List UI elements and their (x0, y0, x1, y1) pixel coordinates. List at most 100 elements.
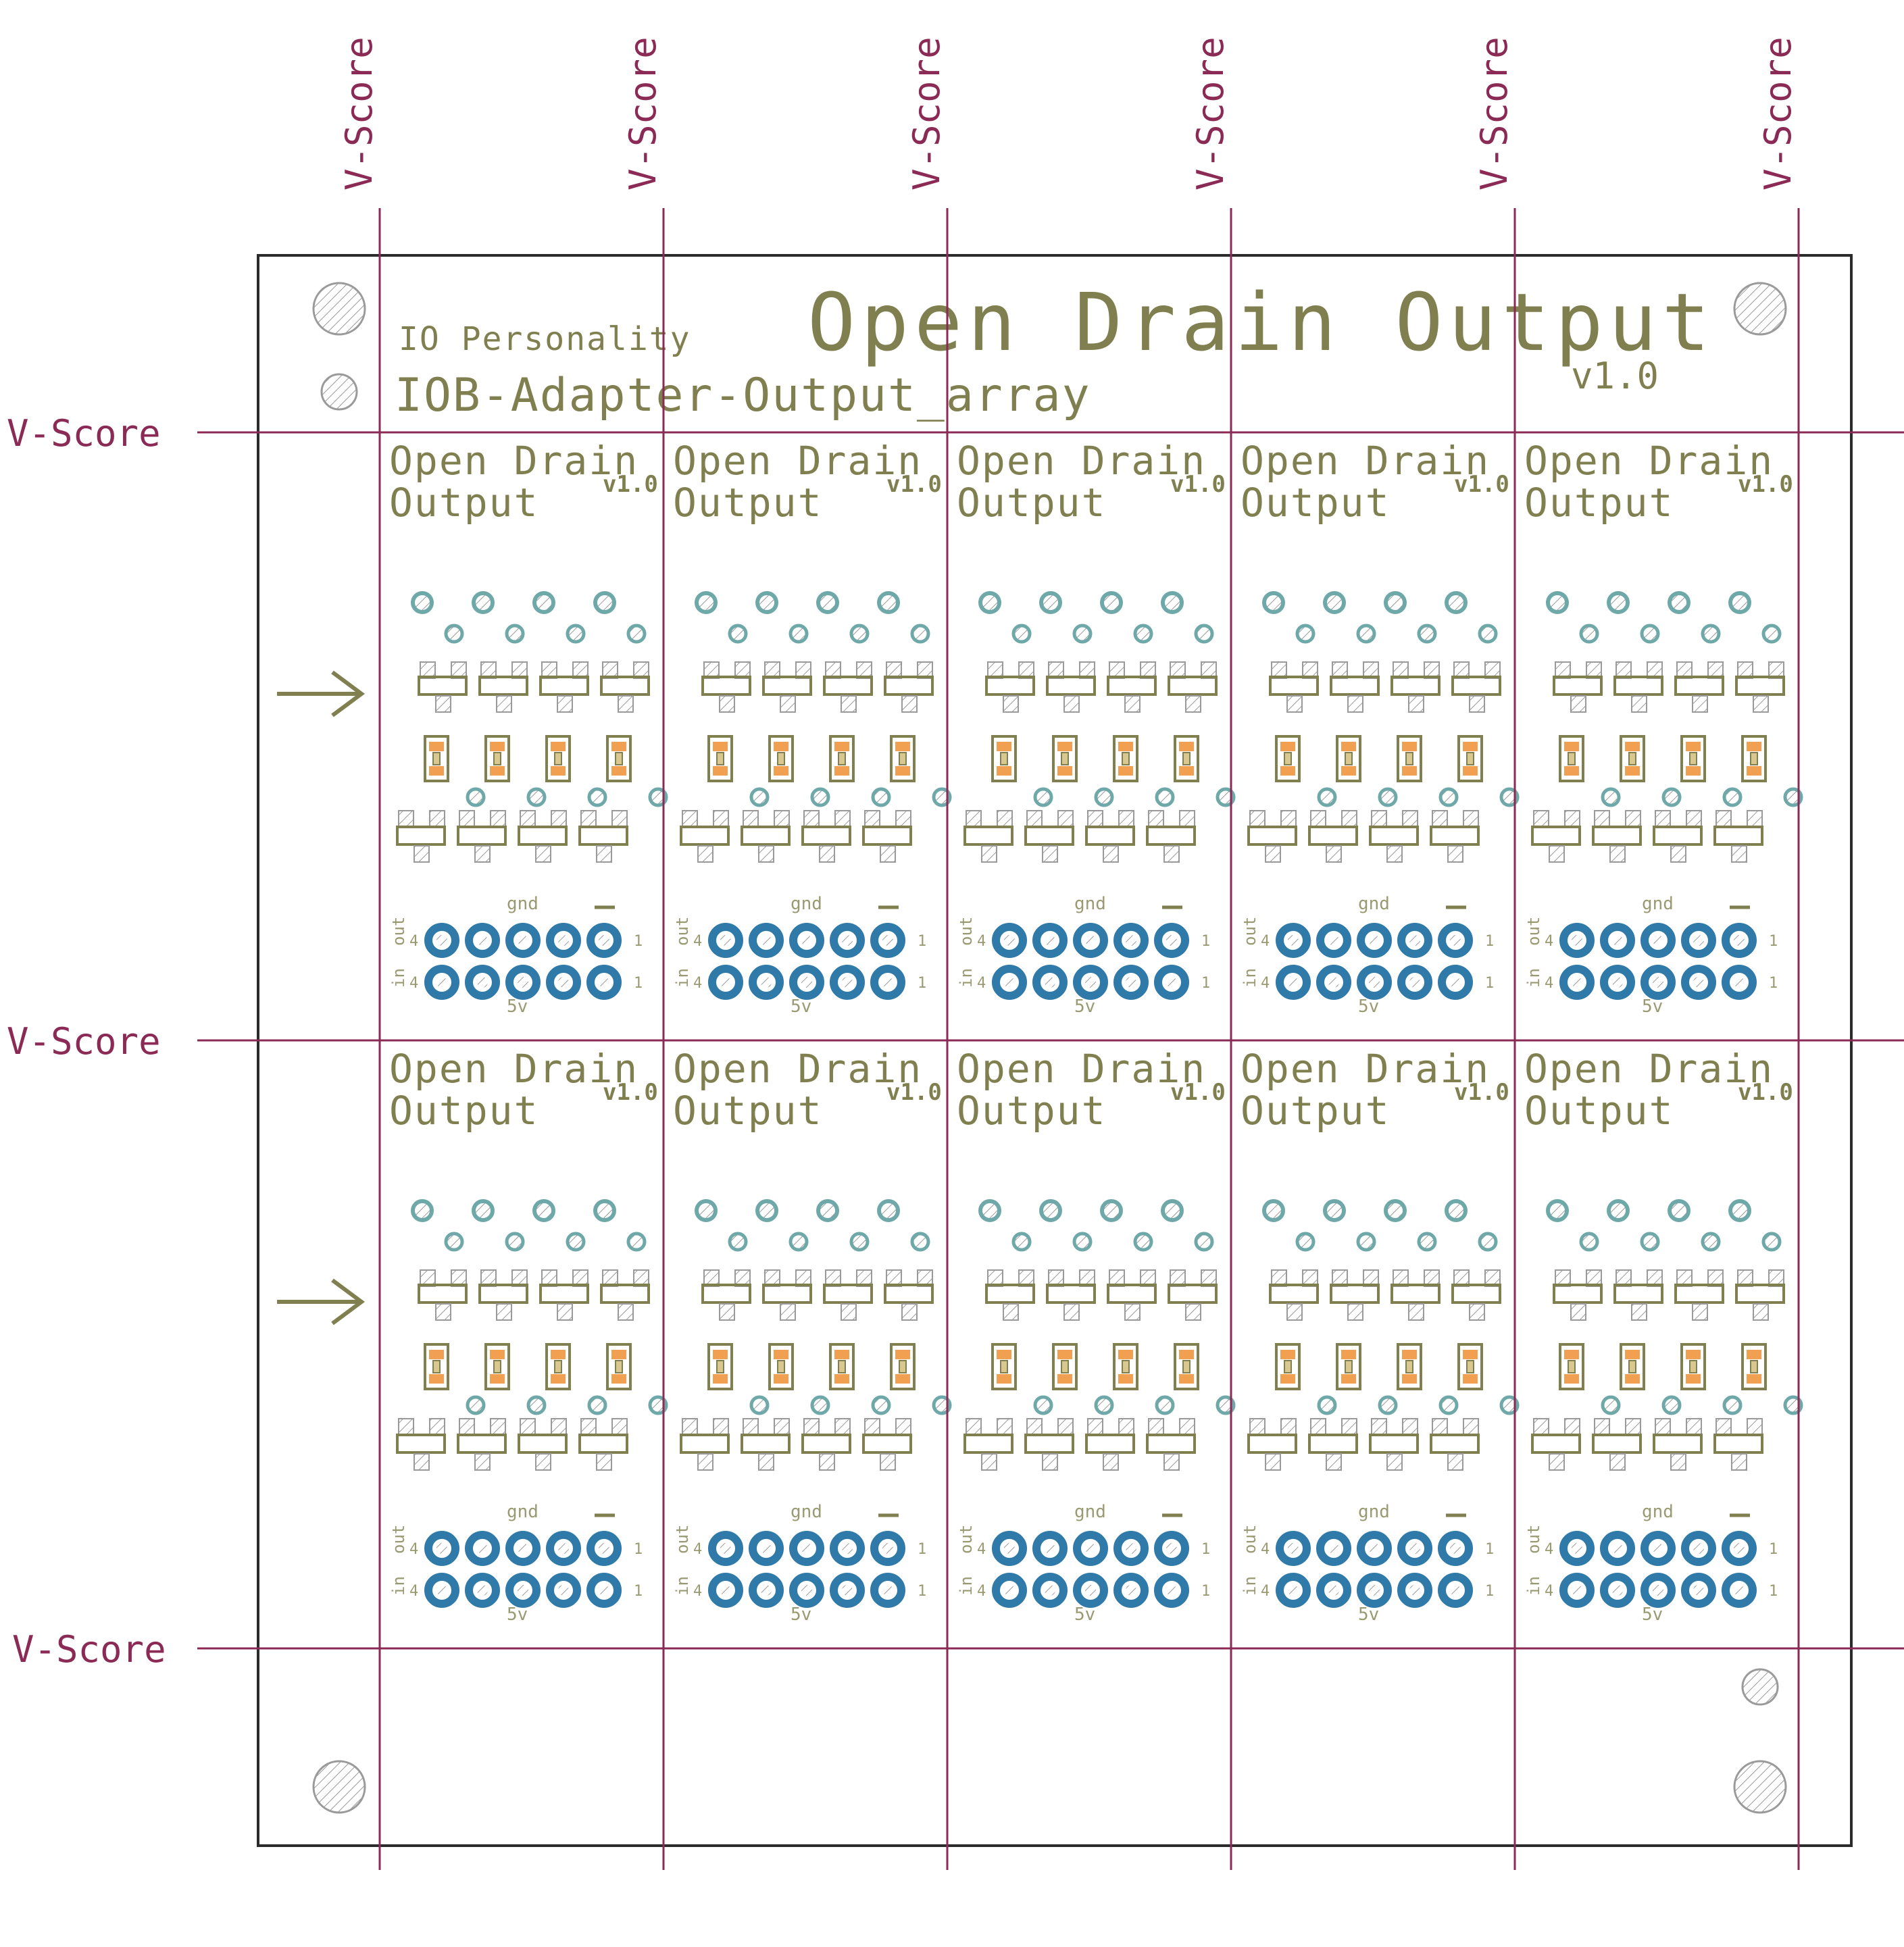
header-drill (599, 1585, 609, 1596)
via (1072, 624, 1093, 644)
header-drill (761, 977, 772, 988)
smd-pad (1625, 1418, 1641, 1436)
smd-pad (398, 810, 414, 828)
component-outline (478, 1284, 528, 1304)
component-outline (578, 826, 628, 846)
smd-pad (618, 1303, 634, 1321)
smd-pad (1747, 1418, 1763, 1436)
header-pad (1316, 965, 1351, 1000)
header-drill (1328, 977, 1339, 988)
via (1668, 591, 1690, 614)
resistor-pad (895, 766, 910, 776)
pin-number: 4 (1545, 933, 1553, 950)
resistor-pad (1057, 1350, 1072, 1359)
component-outline (1330, 1284, 1380, 1304)
smd-pad (1185, 695, 1201, 713)
via (749, 787, 770, 807)
header-drill (1045, 1543, 1055, 1554)
smd-pad (1003, 1303, 1019, 1321)
via (1579, 624, 1599, 644)
via (411, 1199, 434, 1222)
resistor-outline (1559, 735, 1584, 782)
resistor-body (838, 1360, 846, 1373)
via (1579, 1232, 1599, 1252)
via (816, 591, 839, 614)
resistor-pad (611, 1374, 626, 1384)
via (849, 1232, 870, 1252)
via (1546, 1199, 1569, 1222)
direction-arrow-head (331, 1278, 366, 1325)
via (932, 1395, 952, 1415)
via (1133, 1232, 1153, 1252)
via (566, 624, 586, 644)
smd-pad (780, 695, 796, 713)
smd-pad (1265, 1453, 1281, 1471)
header-drill (1126, 1585, 1136, 1596)
header-pad (830, 965, 865, 1000)
resistor-pad (1341, 1374, 1356, 1384)
header-pad (789, 1573, 824, 1608)
smd-pad (580, 1418, 597, 1436)
smd-pad (1280, 1418, 1297, 1436)
smd-pad (1179, 1418, 1195, 1436)
header-pad (1276, 923, 1311, 958)
component-outline (1735, 676, 1785, 696)
via (1262, 591, 1285, 614)
smd-pad (1692, 1303, 1708, 1321)
smd-pad (1469, 695, 1485, 713)
board-title: Open Drain (389, 1046, 638, 1092)
pin-number: 1 (1769, 1583, 1778, 1600)
via (1262, 1199, 1285, 1222)
header-drill (801, 1543, 812, 1554)
header-pad (749, 1573, 784, 1608)
smd-pad (895, 1418, 911, 1436)
resistor-outline (1336, 1343, 1361, 1390)
smd-pad (551, 810, 567, 828)
via (1039, 1199, 1062, 1222)
resistor-body (899, 1360, 907, 1373)
resistor-body (1122, 1360, 1130, 1373)
smd-pad (1063, 695, 1080, 713)
header-drill (599, 1543, 609, 1554)
smd-pad (1549, 845, 1565, 863)
smd-pad (1594, 1418, 1610, 1436)
resistor-body (493, 752, 501, 765)
component-outline (396, 1434, 446, 1454)
component-outline (985, 1284, 1035, 1304)
smd-pad (1686, 810, 1702, 828)
header-pad (1559, 923, 1595, 958)
resistor-pad (551, 1350, 566, 1359)
resistor-body (716, 752, 724, 765)
resistor-pad (713, 766, 728, 776)
smd-pad (803, 810, 820, 828)
header-pad (1073, 1531, 1108, 1566)
header-drill (801, 935, 812, 946)
resistor-body (899, 752, 907, 765)
header-pad (505, 965, 541, 1000)
resistor-pad (1179, 742, 1194, 751)
panel-subtitle: IO Personality (399, 320, 691, 358)
via (1601, 787, 1621, 807)
header-pad (708, 923, 743, 958)
smd-pad (1386, 845, 1403, 863)
smd-pad (682, 810, 698, 828)
via (1607, 591, 1630, 614)
board-title: Output (1241, 1088, 1391, 1134)
via (810, 1395, 830, 1415)
via (1761, 624, 1782, 644)
board-version: v1.0 (1738, 471, 1793, 498)
via (1033, 787, 1053, 807)
resistor-pad (1118, 1374, 1133, 1384)
via (1161, 1199, 1184, 1222)
via (1356, 1232, 1376, 1252)
via (978, 1199, 1001, 1222)
header-label-5v: 5v (791, 1604, 811, 1625)
via (1640, 1232, 1660, 1252)
header-drill (1734, 1543, 1745, 1554)
header-pad (830, 1573, 865, 1608)
header-label-5v: 5v (1358, 996, 1379, 1017)
component-outline (1269, 1284, 1319, 1304)
component-outline (1451, 676, 1501, 696)
header-pad (1600, 1573, 1635, 1608)
